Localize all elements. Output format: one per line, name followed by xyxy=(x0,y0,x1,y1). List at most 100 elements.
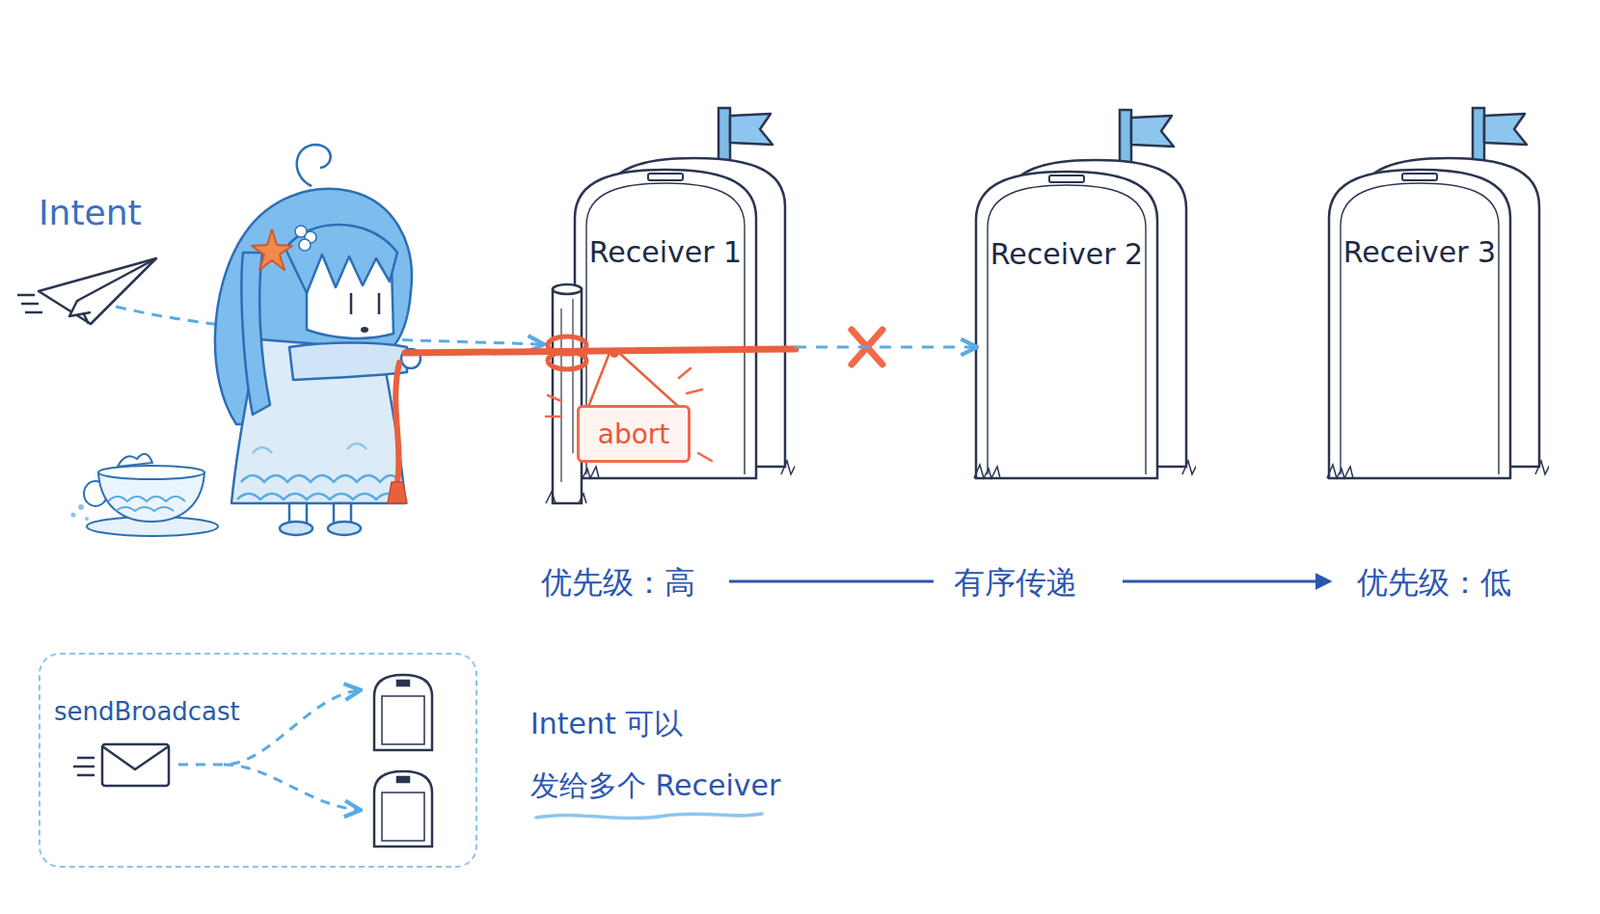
mailbox-door xyxy=(381,696,425,745)
splash-drop xyxy=(71,513,77,518)
cross-stroke xyxy=(851,329,883,365)
shoe xyxy=(279,521,313,536)
receiver-name: Receiver 3 xyxy=(1328,235,1511,270)
mailbox-door xyxy=(987,185,1146,475)
wooden-post xyxy=(545,284,587,504)
grass xyxy=(1535,461,1549,475)
sparkle xyxy=(698,453,712,462)
fork-arrow xyxy=(223,764,359,811)
sparkle xyxy=(678,368,691,379)
mailbox-body xyxy=(374,675,433,751)
sparkle xyxy=(547,395,562,402)
hand xyxy=(401,349,421,369)
grass xyxy=(781,461,795,475)
splash-drop xyxy=(78,504,84,511)
splash-drop xyxy=(84,516,89,521)
mailbox-outline xyxy=(972,108,1196,489)
hair-strand xyxy=(241,252,271,415)
speed-line xyxy=(77,757,95,760)
flag xyxy=(730,113,773,145)
order-label: 有序传递 xyxy=(953,562,1078,605)
flag xyxy=(1484,113,1527,145)
cross-stroke xyxy=(851,329,883,365)
mailbox-outline xyxy=(1325,106,1549,489)
sign-string xyxy=(588,352,681,409)
rope-end xyxy=(395,362,400,483)
abort-sign: abort xyxy=(576,405,691,463)
teacup xyxy=(71,454,219,537)
wave-pattern xyxy=(252,443,367,454)
post-top xyxy=(552,284,582,295)
flag xyxy=(1131,115,1174,147)
method-name: sendBroadcast xyxy=(54,697,241,727)
sign-hook xyxy=(609,348,620,358)
mailbox-slot xyxy=(397,680,409,686)
receiver-name: Receiver 2 xyxy=(976,237,1158,272)
cup-rim xyxy=(98,465,205,480)
plane-body xyxy=(38,258,157,325)
speed-line xyxy=(17,294,35,298)
mailbox-slot xyxy=(1402,173,1438,181)
starfish-clip xyxy=(251,229,293,271)
wave-pattern xyxy=(115,507,174,512)
wave-pattern xyxy=(237,493,400,500)
intent-path xyxy=(115,306,232,326)
shoe xyxy=(327,521,361,536)
mailbox-slot xyxy=(648,173,683,181)
eye xyxy=(350,293,353,315)
speed-line xyxy=(21,302,39,306)
speed-line xyxy=(25,311,43,315)
post-body xyxy=(552,289,582,504)
sleeve xyxy=(289,343,407,381)
hair-curl xyxy=(297,144,331,187)
rope-knot xyxy=(547,336,587,354)
highlight-underline xyxy=(536,813,762,819)
priority-label: 优先级：低 xyxy=(1356,562,1512,605)
envelope-body xyxy=(102,744,169,787)
blocked-cross xyxy=(851,329,883,365)
mailbox-front xyxy=(1328,169,1511,479)
eye xyxy=(378,293,381,315)
bangs xyxy=(285,224,398,294)
mailbox-door xyxy=(1340,183,1499,475)
intent-label: Intent xyxy=(38,192,142,233)
plane-fold xyxy=(77,258,157,325)
mailbox-slot xyxy=(397,777,409,783)
priority-label: 优先级：高 xyxy=(541,562,696,605)
intent-path xyxy=(383,339,543,345)
order-line xyxy=(729,580,934,584)
petal xyxy=(298,239,311,251)
girl-character xyxy=(215,144,421,536)
envelope xyxy=(73,744,169,787)
order-arrow xyxy=(1122,580,1329,584)
rope xyxy=(405,349,796,353)
mailbox-door xyxy=(381,792,425,841)
mailbox-front xyxy=(574,169,757,479)
mailbox-door xyxy=(586,183,745,475)
paper-plane xyxy=(17,258,157,325)
rope-tassel xyxy=(387,482,407,504)
small-mailbox xyxy=(374,675,433,751)
small-mailbox xyxy=(374,771,433,847)
wood-grain xyxy=(571,298,573,454)
abort-text: abort xyxy=(597,418,671,451)
sparkle xyxy=(545,415,562,419)
grass xyxy=(974,464,1001,479)
grass xyxy=(572,464,599,479)
wood-grain xyxy=(560,308,562,483)
mailbox-front xyxy=(976,171,1158,479)
grass xyxy=(545,491,587,504)
receiver-mailbox: Receiver 2 xyxy=(972,108,1196,489)
rope-knot xyxy=(547,352,587,370)
speed-line xyxy=(73,765,95,769)
blocked-delivery-arrow xyxy=(794,346,976,350)
envelope-flap xyxy=(102,746,169,770)
sparkle xyxy=(686,389,703,394)
receiver-mailbox: Receiver 3 xyxy=(1325,106,1549,489)
receiver-name: Receiver 1 xyxy=(574,235,757,270)
mailbox-slot xyxy=(1049,175,1085,183)
mouth xyxy=(360,326,369,333)
broadcast-panel: sendBroadcast xyxy=(38,652,478,868)
